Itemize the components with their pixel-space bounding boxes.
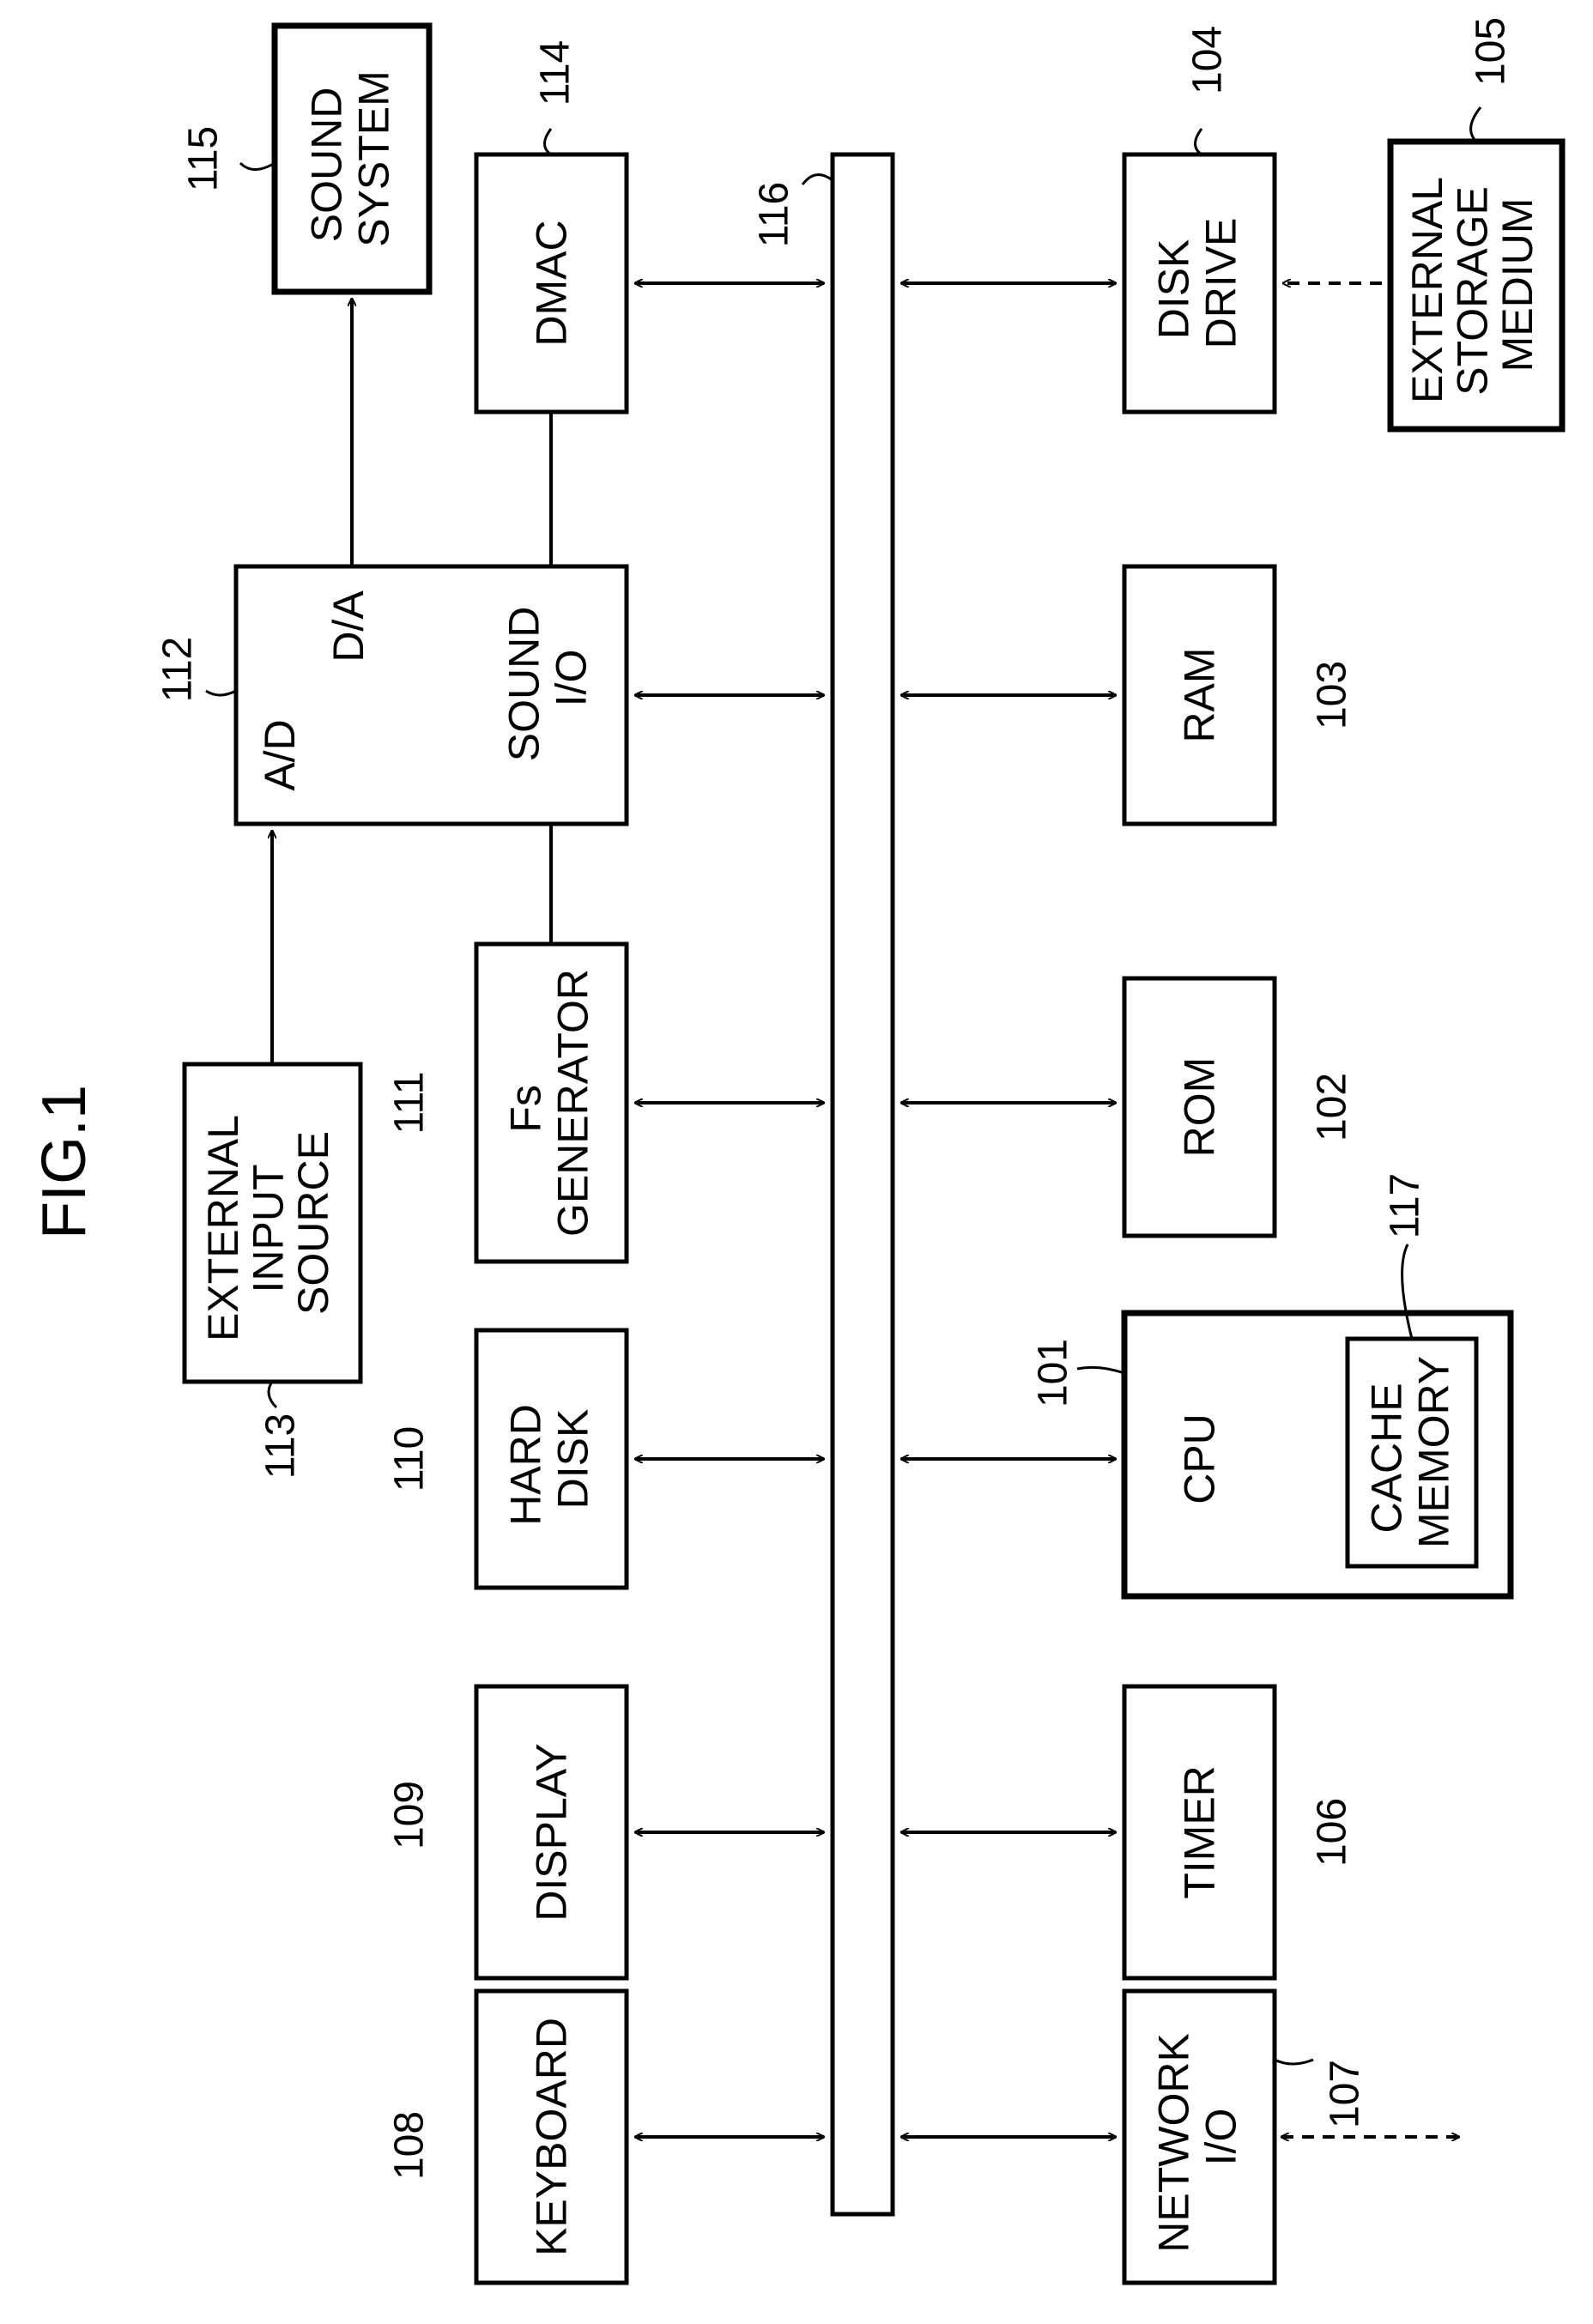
fs-generator-ref: 111	[387, 1072, 433, 1135]
keyboard-label: KEYBOARD	[528, 2018, 576, 2256]
sound-system-leader	[240, 163, 275, 170]
timer-label: TIMER	[1176, 1765, 1224, 1899]
network-io-ref: 107	[1323, 2060, 1368, 2128]
sound-system-ref: 115	[181, 126, 227, 192]
sound-io-da-label: D/A	[324, 590, 373, 663]
ram-ref: 103	[1310, 661, 1355, 729]
keyboard-ref: 108	[387, 2111, 433, 2180]
sound-io-ref: 112	[155, 637, 201, 703]
bus-leader	[803, 175, 833, 185]
hard-disk-ref: 110	[387, 1426, 433, 1492]
cpu-label: CPU	[1176, 1413, 1224, 1504]
dmac-ref: 114	[533, 40, 578, 106]
display-ref: 109	[387, 1781, 433, 1849]
rom-ref: 102	[1310, 1073, 1355, 1141]
external-input-source-leader	[269, 1382, 276, 1407]
external-storage-medium-label: EXTERNAL STORAGE MEDIUM	[1403, 166, 1542, 403]
disk-drive-leader	[1196, 129, 1202, 154]
external-storage-medium-leader	[1471, 107, 1481, 142]
cache-memory-label: CACHE MEMORY	[1363, 1356, 1458, 1548]
dmac-label: DMAC	[528, 220, 576, 346]
disk-drive-label: DISK DRIVE	[1150, 218, 1245, 349]
disk-drive-ref: 104	[1185, 26, 1231, 94]
cache-memory-ref: 117	[1383, 1173, 1428, 1239]
external-storage-medium-ref: 105	[1469, 17, 1514, 86]
cpu-leader	[1077, 1367, 1124, 1373]
hard-disk-label: HARD DISK	[502, 1392, 597, 1526]
external-input-source-ref: 113	[258, 1413, 304, 1480]
system-bus	[833, 154, 893, 2214]
cpu-ref: 101	[1031, 1339, 1076, 1407]
timer-ref: 106	[1310, 1798, 1355, 1867]
sound-system-label: SOUND SYSTEM	[303, 70, 398, 247]
sound-io-leader	[206, 691, 236, 695]
figure-title: FIG.1	[30, 1085, 99, 1239]
bus-ref: 116	[752, 182, 797, 248]
network-io-leader	[1275, 2060, 1313, 2064]
display-label: DISPLAY	[528, 1743, 576, 1922]
sound-io-ad-label: A/D	[256, 719, 304, 790]
rom-label: ROM	[1176, 1057, 1224, 1158]
ram-label: RAM	[1176, 647, 1224, 742]
dmac-leader	[545, 129, 552, 154]
